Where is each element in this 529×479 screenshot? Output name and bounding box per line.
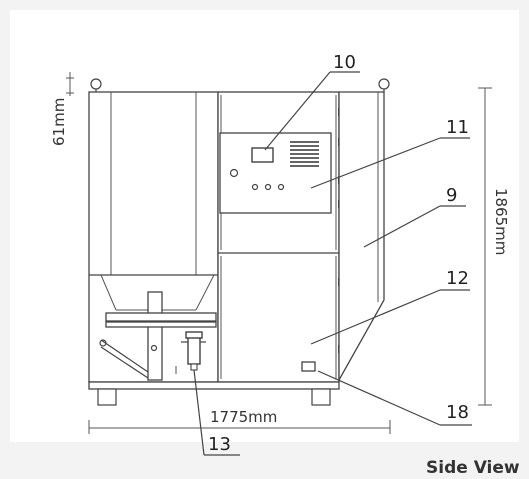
callout-12: 12 [310,268,470,345]
callout-9: 9 [363,185,466,248]
dim-1775mm: 1775mm [88,408,391,434]
sensor-box [301,361,316,372]
dim-61mm: 61mm [50,72,74,146]
callout-11: 11 [310,117,470,189]
button-2 [264,183,272,191]
label-18: 18 [446,402,469,423]
dim-1865mm: 1865mm [478,87,510,406]
view-title: Side View [426,458,520,478]
label-9: 9 [446,185,457,206]
callout-18: 18 [317,370,472,426]
vent-grille [290,141,319,167]
pressure-regulator [181,331,206,371]
dim-61mm-text: 61mm [50,98,68,146]
callout-10: 10 [264,52,360,151]
label-12: 12 [446,268,469,289]
label-10: 10 [333,52,356,73]
feed-mechanism [99,291,217,381]
label-11: 11 [446,117,469,138]
callout-13: 13 [193,369,240,456]
indicator-knob [229,168,239,178]
control-panel [219,132,332,214]
button-3 [277,183,285,191]
display-screen [251,147,274,163]
dim-1865mm-text: 1865mm [492,188,510,255]
label-13: 13 [208,434,231,455]
base-frame [88,381,340,406]
dim-1775mm-text: 1775mm [210,408,277,426]
button-1 [251,183,259,191]
